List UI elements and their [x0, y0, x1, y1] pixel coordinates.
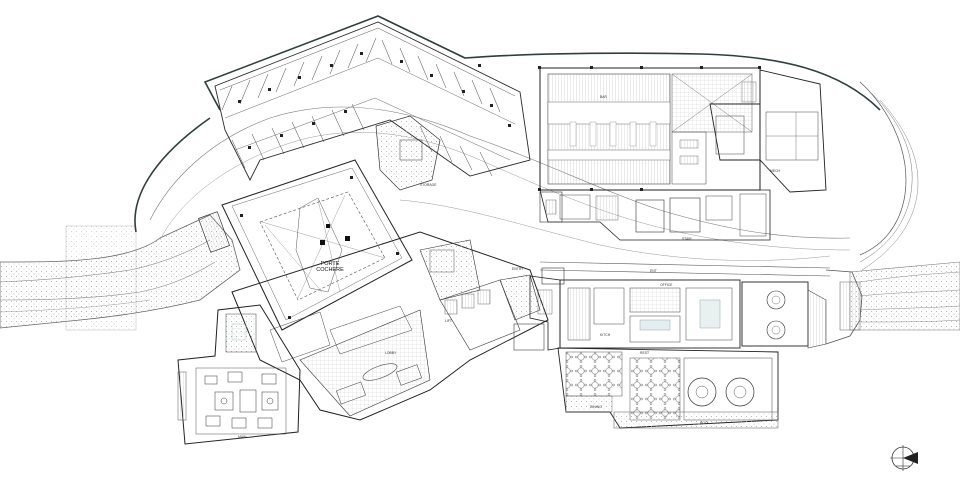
service-cores: [539, 191, 565, 285]
dining-terrace: DINING POOL REST: [557, 347, 779, 429]
label-lobby: LOBBY: [385, 351, 397, 355]
west-lounge: MAIN: [177, 304, 301, 445]
main-lobby-building: ENTRY LOBBY LIFT: [231, 231, 549, 421]
private-dining: [741, 281, 827, 349]
compass-north-icon: [890, 445, 918, 471]
porte-cochere-label-line2: COCHERE: [316, 267, 344, 273]
parking-north: [214, 21, 531, 182]
service-block-north: STORAGE: [375, 115, 441, 191]
label-rest: REST: [640, 351, 649, 355]
east-approach: [825, 261, 960, 345]
service-corridor: ENT: [539, 261, 831, 277]
approach-road: [0, 214, 241, 331]
label-storage: STORAGE: [420, 183, 437, 187]
label-office: OFFICE: [660, 283, 673, 287]
label-ent-2: ENT: [650, 269, 657, 273]
label-kitch: KITCH: [600, 333, 611, 337]
label-pool: POOL: [700, 421, 710, 425]
ballroom-hall: BAR: [538, 66, 761, 191]
porte-cochere: PORTE COCHERE: [221, 159, 413, 331]
label-main: MAIN: [238, 435, 247, 439]
west-stair: [197, 211, 231, 253]
label-bar: BAR: [600, 95, 608, 99]
prefunction-strip: STAIR: [539, 189, 771, 241]
site-boundary-wall: [134, 15, 919, 271]
label-dining: DINING: [590, 405, 602, 409]
back-of-house: MECH: [709, 69, 827, 193]
label-lift: LIFT: [445, 319, 452, 323]
porte-cochere-label-line1: PORTE: [321, 261, 340, 267]
label-stair: STAIR: [682, 237, 692, 241]
restaurant-kitchen: KITCH OFFICE: [559, 279, 741, 349]
label-entry: ENTRY: [512, 267, 524, 271]
label-mech: MECH: [770, 169, 781, 173]
entry-link: [513, 275, 561, 351]
